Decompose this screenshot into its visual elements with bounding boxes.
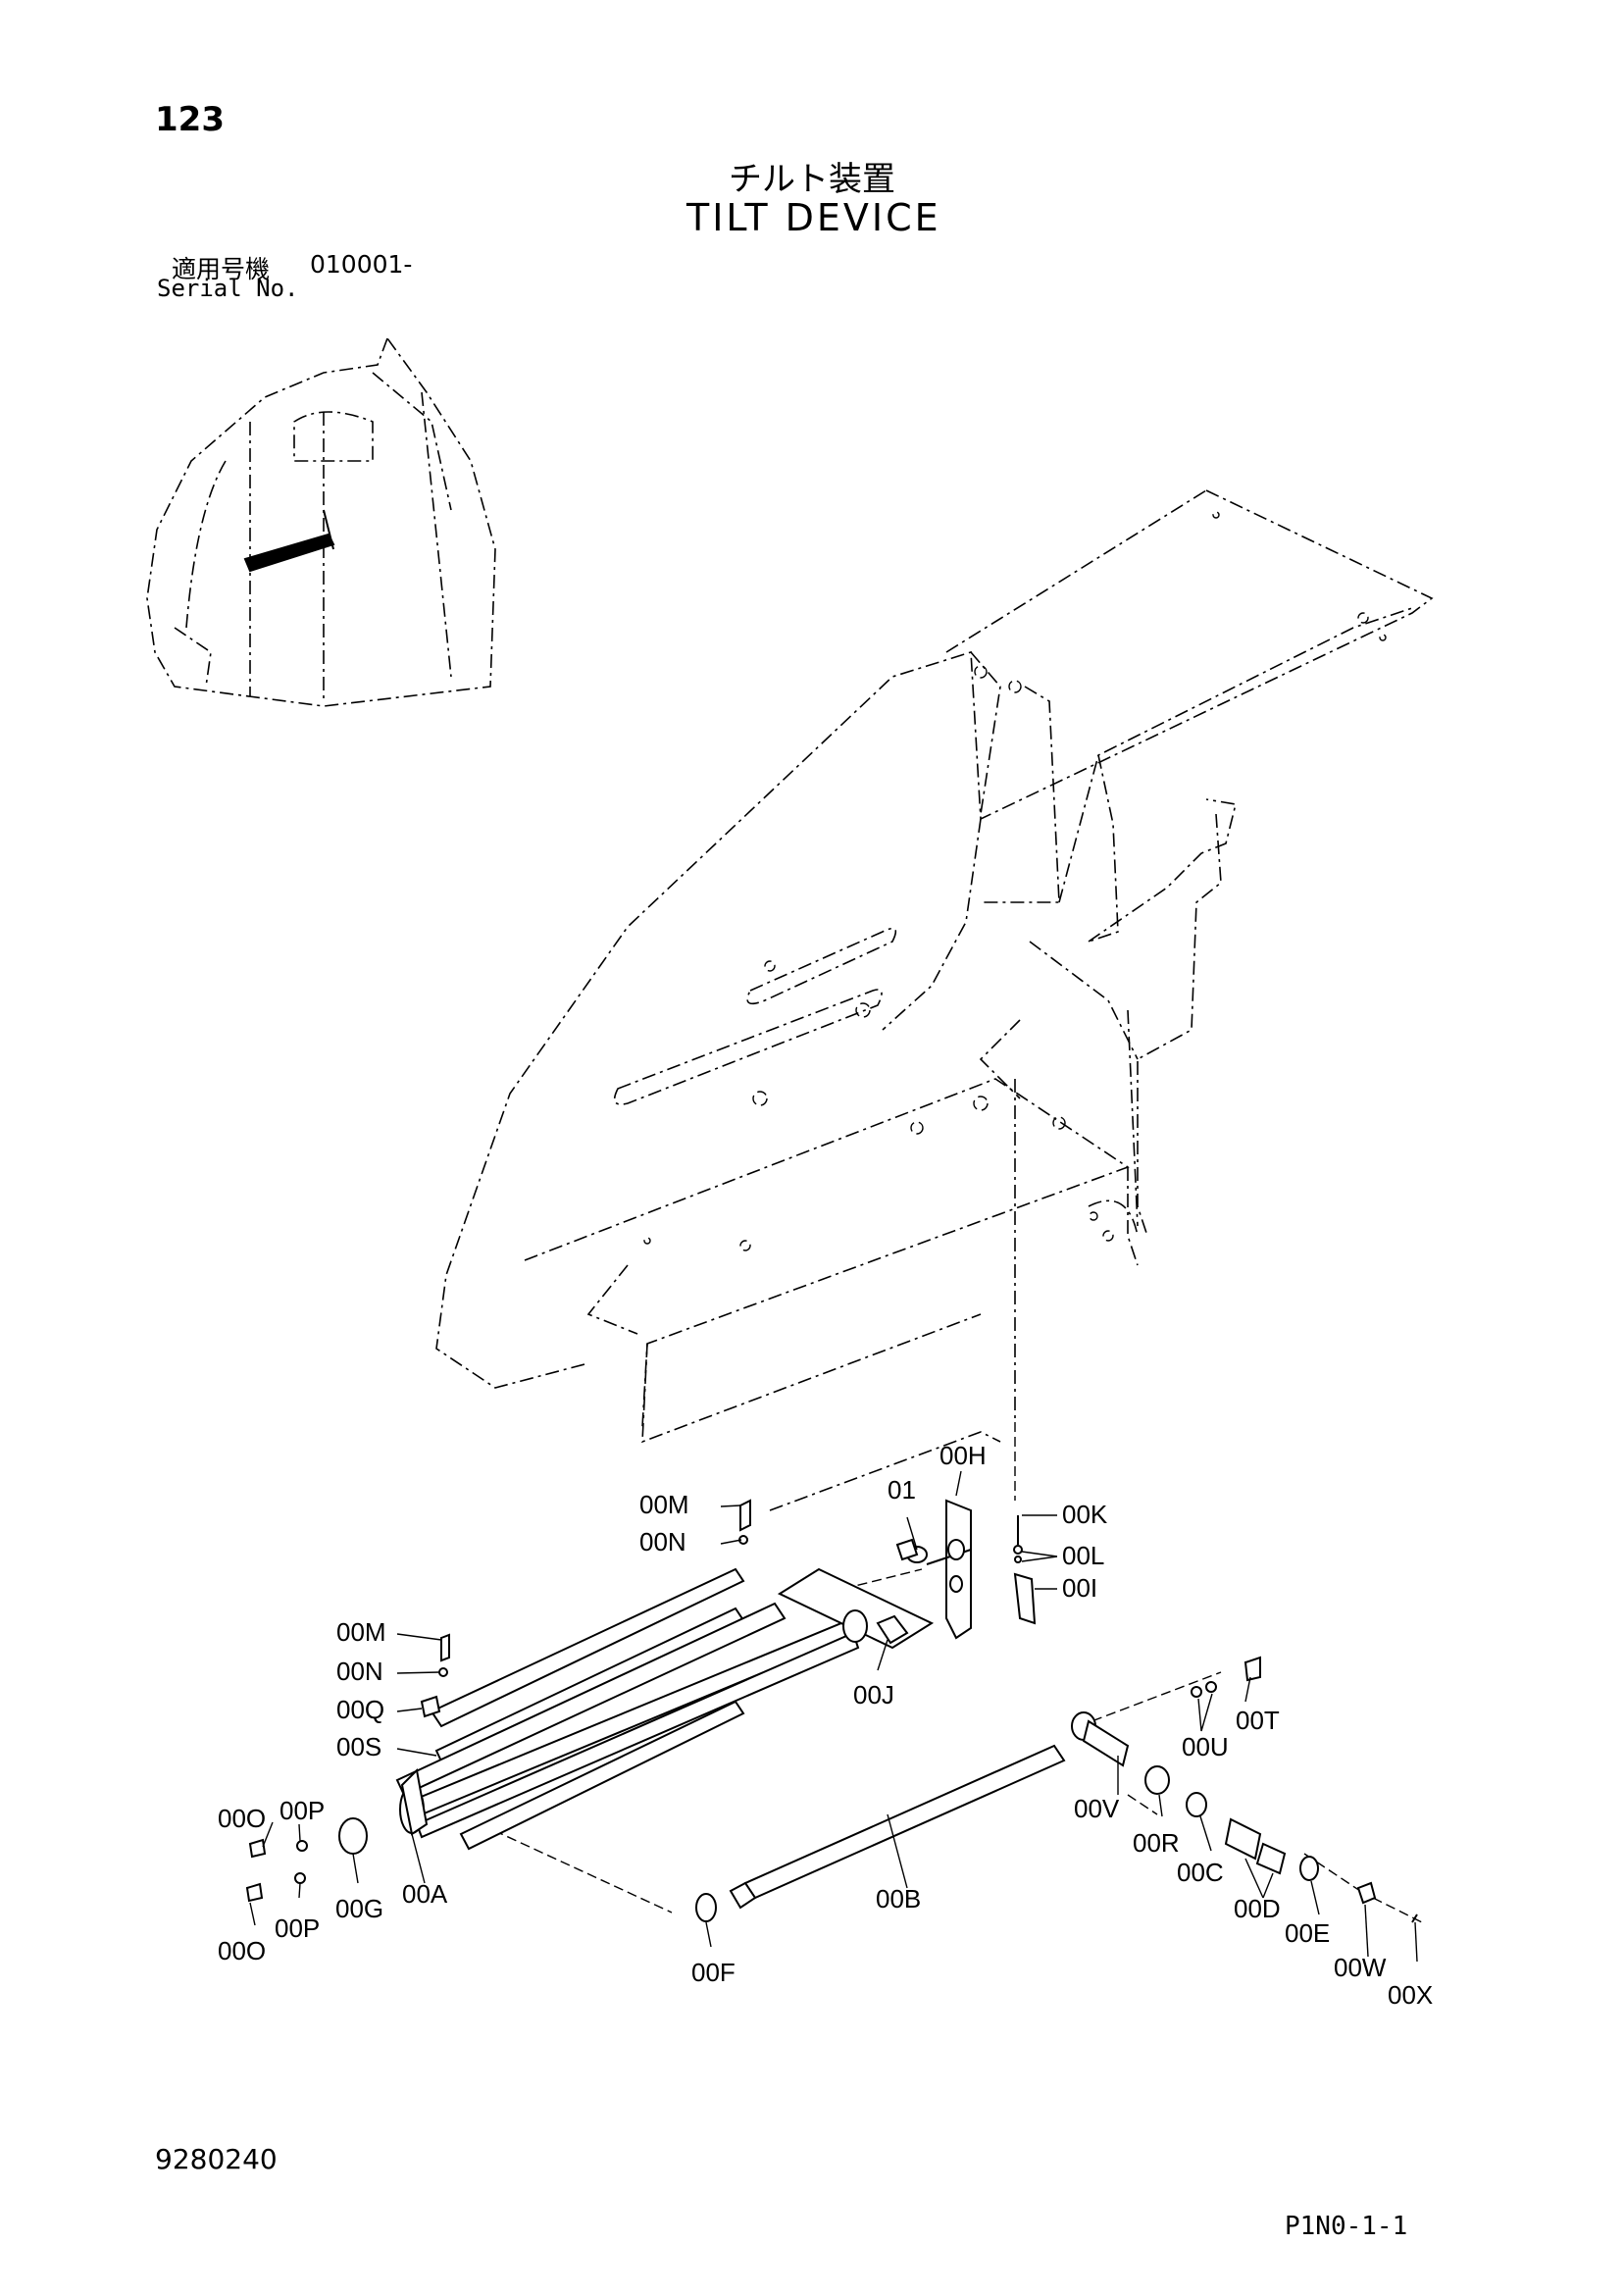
callout-00V: 00V: [1074, 1794, 1120, 1823]
callout-00D: 00D: [1234, 1894, 1281, 1923]
serial-label-japanese: 適用号機: [172, 255, 271, 283]
hinge-bracket: [420, 1499, 1037, 1718]
callout-00L: 00L: [1062, 1541, 1104, 1570]
page-code: P1N0-1-1: [1285, 2212, 1408, 2241]
callout-00N-lower: 00N: [336, 1657, 383, 1686]
callout-00O-upper: 00O: [218, 1804, 266, 1833]
callout-00N-upper: 00N: [639, 1527, 686, 1556]
callout-00J: 00J: [853, 1680, 894, 1709]
serial-label-english: Serial No.: [157, 275, 299, 302]
rail-assembly: [395, 1567, 935, 1851]
bracket-plate-assembly: [435, 489, 1434, 1511]
callout-00W: 00W: [1334, 1953, 1387, 1982]
callout-labels: 00M 00N 01 00H 00K 00L 00I 00M 00N 00Q 0…: [218, 1441, 1433, 2010]
cab-location-inset: [146, 336, 496, 707]
callout-00F: 00F: [691, 1958, 736, 1987]
callout-00T: 00T: [1236, 1706, 1280, 1735]
shaft-assembly: [245, 1656, 1418, 1923]
callout-00E: 00E: [1285, 1918, 1330, 1948]
page-number: 123: [155, 100, 225, 139]
callout-00S: 00S: [336, 1732, 381, 1761]
callout-00I: 00I: [1062, 1573, 1097, 1603]
callout-01: 01: [888, 1475, 916, 1505]
callout-00C: 00C: [1177, 1858, 1224, 1887]
document-number: 9280240: [155, 2143, 278, 2175]
callout-00H: 00H: [939, 1441, 987, 1470]
callout-00K: 00K: [1062, 1500, 1108, 1529]
assembly-lines: [480, 1422, 1423, 1923]
callout-00P-upper: 00P: [279, 1796, 325, 1825]
callout-00G: 00G: [335, 1894, 383, 1923]
title-english: TILT DEVICE: [686, 196, 941, 239]
serial-number-value: 010001-: [310, 250, 413, 279]
callout-00X: 00X: [1388, 1980, 1433, 2010]
callout-leaders: [249, 1470, 1418, 1963]
callout-00B: 00B: [876, 1884, 921, 1913]
callout-00O-lower: 00O: [218, 1936, 266, 1965]
callout-00A: 00A: [402, 1879, 448, 1909]
callout-00M-upper: 00M: [639, 1490, 689, 1519]
callout-00P-lower: 00P: [275, 1913, 320, 1943]
title-japanese: チルト装置: [729, 160, 895, 199]
callout-00M-lower: 00M: [336, 1617, 386, 1647]
callout-00R: 00R: [1133, 1828, 1180, 1858]
callout-00Q: 00Q: [336, 1695, 384, 1724]
callout-00U: 00U: [1182, 1732, 1229, 1761]
